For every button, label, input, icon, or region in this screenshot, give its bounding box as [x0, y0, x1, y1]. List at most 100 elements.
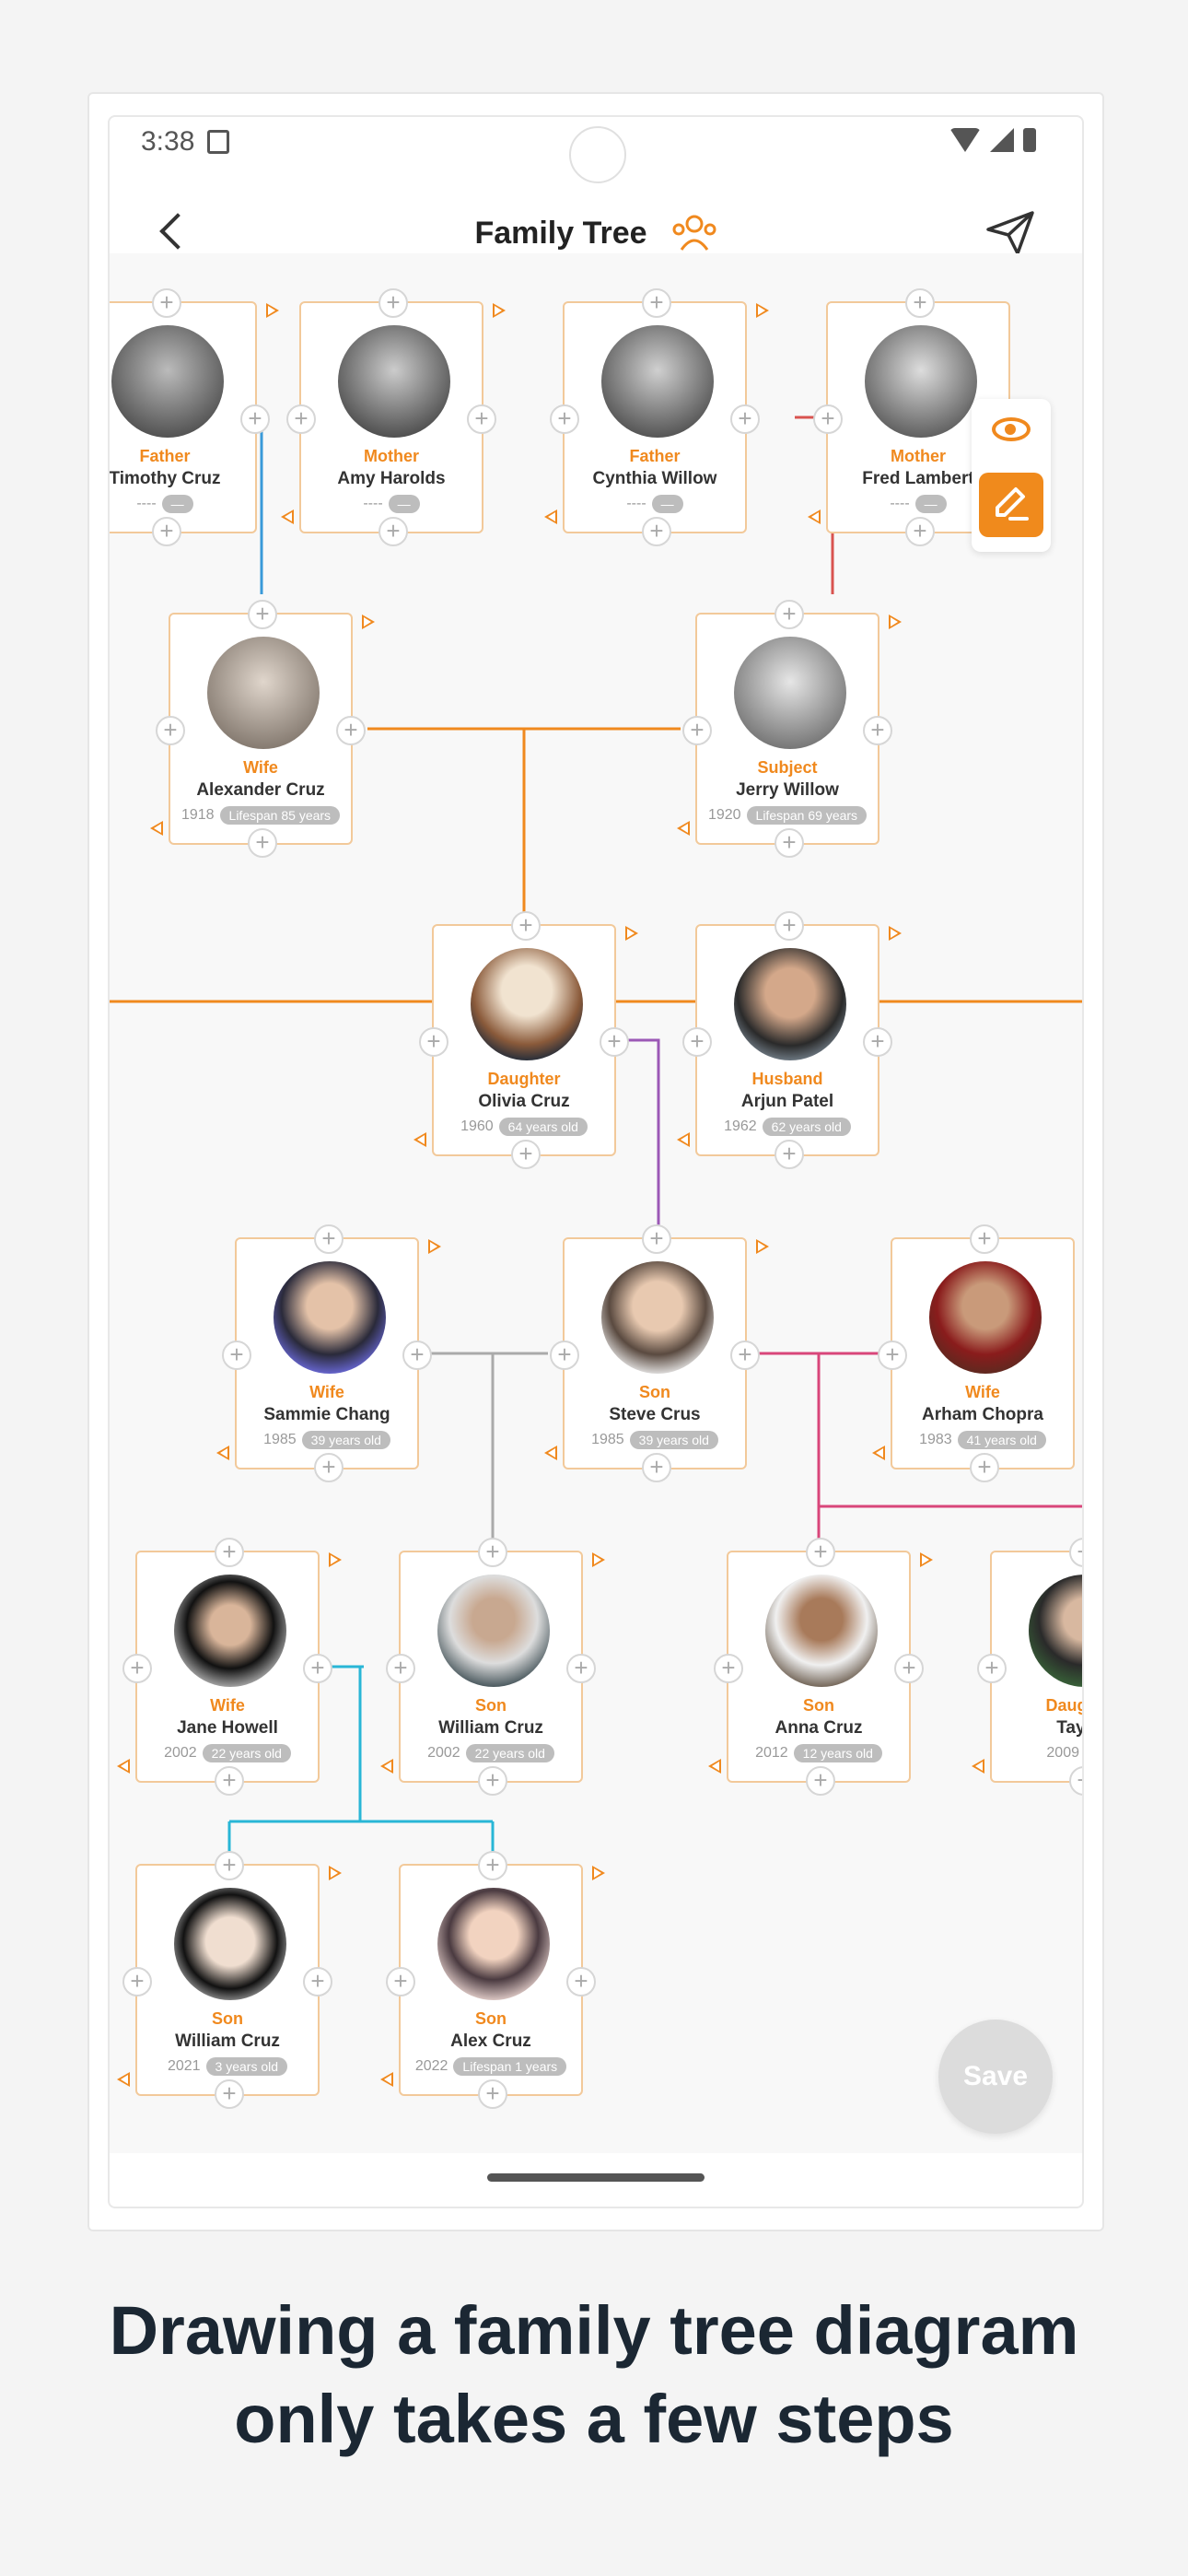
triangle-icon[interactable]: [544, 1446, 557, 1460]
send-icon[interactable]: [984, 209, 1036, 257]
triangle-icon[interactable]: [708, 1759, 721, 1774]
plus-icon[interactable]: +: [806, 1766, 835, 1796]
edit-button[interactable]: [979, 473, 1043, 537]
triangle-icon[interactable]: [872, 1446, 885, 1460]
plus-icon[interactable]: +: [730, 1341, 760, 1370]
plus-icon[interactable]: +: [600, 1027, 629, 1057]
plus-icon[interactable]: +: [240, 404, 270, 434]
plus-icon[interactable]: +: [303, 1654, 332, 1683]
plus-icon[interactable]: +: [775, 911, 804, 941]
plus-icon[interactable]: +: [336, 716, 366, 745]
plus-icon[interactable]: +: [806, 1538, 835, 1567]
plus-icon[interactable]: +: [682, 716, 712, 745]
plus-icon[interactable]: +: [419, 1027, 448, 1057]
triangle-icon[interactable]: [808, 509, 821, 524]
plus-icon[interactable]: +: [775, 1140, 804, 1169]
plus-icon[interactable]: +: [682, 1027, 712, 1057]
plus-icon[interactable]: +: [122, 1967, 152, 1996]
triangle-icon[interactable]: [216, 1446, 229, 1460]
plus-icon[interactable]: +: [248, 828, 277, 858]
flag-icon[interactable]: [592, 1866, 605, 1880]
flag-icon[interactable]: [329, 1866, 342, 1880]
plus-icon[interactable]: +: [863, 716, 892, 745]
plus-icon[interactable]: +: [402, 1341, 432, 1370]
plus-icon[interactable]: +: [775, 600, 804, 629]
triangle-icon[interactable]: [677, 1132, 690, 1147]
flag-icon[interactable]: [920, 1552, 933, 1567]
plus-icon[interactable]: +: [122, 1654, 152, 1683]
person-card[interactable]: Father Timothy Cruz ----— +++: [110, 288, 279, 546]
plus-icon[interactable]: +: [775, 828, 804, 858]
triangle-icon[interactable]: [117, 1759, 130, 1774]
plus-icon[interactable]: +: [642, 1224, 671, 1254]
people-group-icon[interactable]: [671, 213, 717, 253]
triangle-icon[interactable]: [413, 1132, 426, 1147]
save-button[interactable]: Save: [938, 2020, 1053, 2134]
triangle-icon[interactable]: [117, 2072, 130, 2087]
plus-icon[interactable]: +: [894, 1654, 924, 1683]
flag-icon[interactable]: [625, 926, 638, 941]
plus-icon[interactable]: +: [303, 1967, 332, 1996]
plus-icon[interactable]: +: [379, 517, 408, 546]
triangle-icon[interactable]: [544, 509, 557, 524]
flag-icon[interactable]: [266, 303, 279, 318]
plus-icon[interactable]: +: [511, 911, 541, 941]
plus-icon[interactable]: +: [248, 600, 277, 629]
tree-canvas[interactable]: Father Timothy Cruz ----— +++ Mother Amy…: [110, 253, 1082, 2153]
plus-icon[interactable]: +: [222, 1341, 251, 1370]
triangle-icon[interactable]: [380, 2072, 393, 2087]
triangle-icon[interactable]: [677, 821, 690, 836]
triangle-icon[interactable]: [380, 1759, 393, 1774]
plus-icon[interactable]: +: [905, 288, 935, 318]
plus-icon[interactable]: +: [314, 1453, 344, 1482]
plus-icon[interactable]: +: [642, 1453, 671, 1482]
plus-icon[interactable]: +: [863, 1027, 892, 1057]
flag-icon[interactable]: [756, 1239, 769, 1254]
plus-icon[interactable]: +: [478, 2079, 507, 2109]
plus-icon[interactable]: +: [970, 1453, 999, 1482]
person-card[interactable]: Father Cynthia Willow ----— ++++: [544, 288, 769, 546]
plus-icon[interactable]: +: [714, 1654, 743, 1683]
plus-icon[interactable]: +: [905, 517, 935, 546]
plus-icon[interactable]: +: [386, 1967, 415, 1996]
flag-icon[interactable]: [592, 1552, 605, 1567]
plus-icon[interactable]: +: [215, 1538, 244, 1567]
plus-icon[interactable]: +: [550, 1341, 579, 1370]
plus-icon[interactable]: +: [813, 404, 843, 434]
plus-icon[interactable]: +: [642, 517, 671, 546]
plus-icon[interactable]: +: [730, 404, 760, 434]
plus-icon[interactable]: +: [215, 1851, 244, 1880]
flag-icon[interactable]: [428, 1239, 441, 1254]
plus-icon[interactable]: +: [152, 288, 181, 318]
flag-icon[interactable]: [493, 303, 506, 318]
plus-icon[interactable]: +: [550, 404, 579, 434]
plus-icon[interactable]: +: [878, 1341, 907, 1370]
plus-icon[interactable]: +: [566, 1967, 596, 1996]
home-indicator[interactable]: [487, 2173, 705, 2182]
plus-icon[interactable]: +: [478, 1538, 507, 1567]
plus-icon[interactable]: +: [286, 404, 316, 434]
plus-icon[interactable]: +: [215, 1766, 244, 1796]
person-card[interactable]: Daughter Taylor 200915 +++: [972, 1538, 1082, 1796]
eye-icon[interactable]: [992, 417, 1031, 441]
plus-icon[interactable]: +: [386, 1654, 415, 1683]
flag-icon[interactable]: [362, 615, 375, 629]
plus-icon[interactable]: +: [478, 1766, 507, 1796]
plus-icon[interactable]: +: [511, 1140, 541, 1169]
plus-icon[interactable]: +: [152, 517, 181, 546]
flag-icon[interactable]: [889, 926, 902, 941]
triangle-icon[interactable]: [972, 1759, 984, 1774]
triangle-icon[interactable]: [150, 821, 163, 836]
person-card[interactable]: Mother Amy Harolds ----— ++++: [281, 288, 506, 546]
flag-icon[interactable]: [756, 303, 769, 318]
